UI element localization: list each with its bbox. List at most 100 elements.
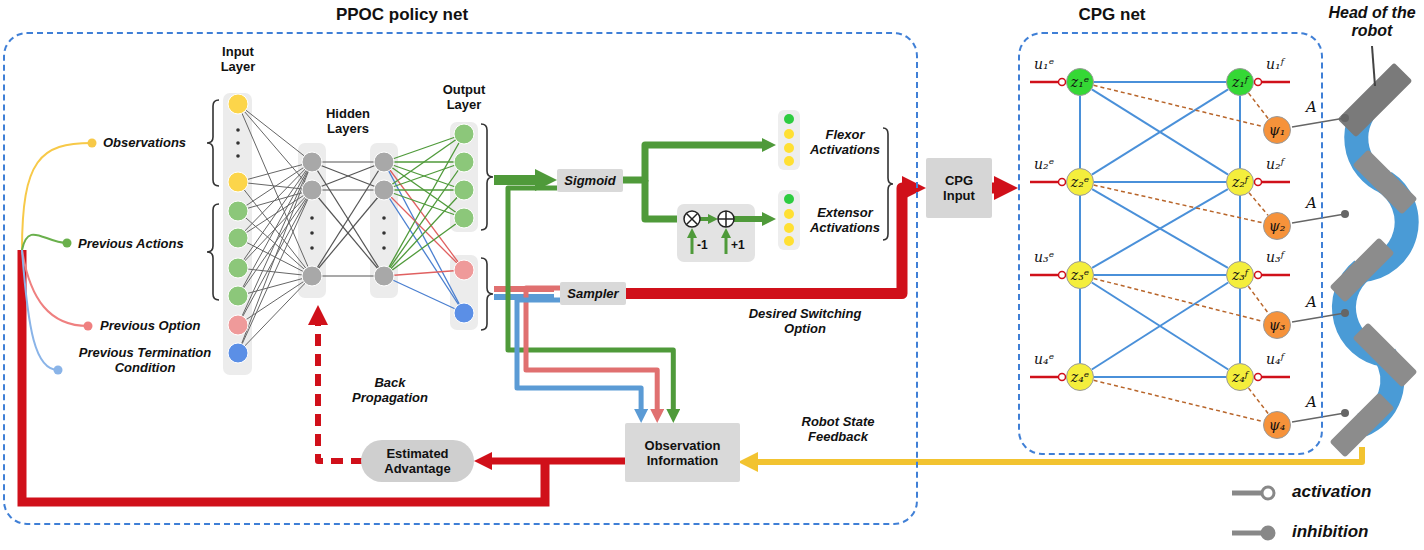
amplitude-leader xyxy=(1292,413,1345,422)
synapse-line xyxy=(312,162,384,190)
node-text: ψ₃ xyxy=(1269,317,1286,333)
annotation-label: u₃ᵉ xyxy=(1034,249,1054,265)
bracket xyxy=(207,204,219,300)
ellipsis-dot xyxy=(310,216,314,220)
activation-dot xyxy=(784,114,794,124)
ellipsis-dot xyxy=(310,246,314,250)
neuron xyxy=(454,303,474,323)
activation-column xyxy=(778,190,800,250)
synapse-line xyxy=(384,162,464,313)
neuron-circle: z₄ᶠ xyxy=(1226,363,1254,391)
neuron xyxy=(228,201,248,221)
ellipsis-dot xyxy=(236,141,240,145)
connector xyxy=(1094,376,1226,378)
multiply-symbol xyxy=(684,211,700,227)
synapse-line xyxy=(312,275,384,276)
connector xyxy=(1092,189,1228,268)
node-text: z₃ᵉ xyxy=(1071,267,1089,283)
node-text: Sampler xyxy=(567,286,618,301)
process-box: Sampler xyxy=(560,282,626,305)
amplitude-leader xyxy=(1292,118,1345,127)
node-text: ψ₂ xyxy=(1269,218,1286,234)
process-pill: Estimated Advantage xyxy=(361,440,474,482)
synapse-line xyxy=(238,190,312,353)
neuron-circle: z₃ᶠ xyxy=(1226,261,1254,289)
synapse-line xyxy=(238,104,312,162)
annotation-label: Flexor Activations xyxy=(805,127,885,157)
legend-line xyxy=(1232,531,1262,536)
synapse-line xyxy=(312,190,384,276)
node-text: Sigmoid xyxy=(564,173,615,188)
neuron-circle: z₂ᶠ xyxy=(1226,168,1254,196)
neuron xyxy=(454,180,474,200)
input-line xyxy=(1030,376,1062,379)
amplitude-leader xyxy=(1292,313,1345,322)
region-panel: CPG netz₁ᵉz₁ᶠz₂ᵉz₂ᶠz₃ᵉz₃ᶠz₄ᵉz₄ᶠψ₁ψ₂ψ₃ψ₄ xyxy=(1018,32,1323,455)
annotation-label: u₁ᵉ xyxy=(1034,56,1054,72)
neuron xyxy=(374,266,394,286)
synapse-line xyxy=(384,162,464,190)
connector xyxy=(1248,286,1268,313)
leader-dot xyxy=(1341,409,1349,417)
connector xyxy=(1079,196,1081,261)
synapse-line xyxy=(312,162,384,276)
annotation-label: Previous Termination Condition xyxy=(70,345,220,375)
annotation-label: A xyxy=(1306,194,1317,212)
leader-dot xyxy=(1341,114,1349,122)
robot-link xyxy=(1352,322,1417,387)
annotation-label: Back Propagation xyxy=(345,375,435,405)
synapse-line xyxy=(238,162,312,325)
synapse-line xyxy=(384,134,464,190)
activation-dot xyxy=(784,129,794,139)
connector xyxy=(1079,289,1081,363)
bracket xyxy=(207,100,219,186)
neuron xyxy=(302,266,322,286)
activation-terminal xyxy=(1059,272,1066,279)
add-symbol xyxy=(718,211,734,227)
synapse-line xyxy=(384,218,464,276)
input-wire xyxy=(22,143,92,250)
neuron-circle: ψ₃ xyxy=(1263,311,1291,339)
ellipsis-dot xyxy=(236,128,240,132)
synapse-line xyxy=(384,276,464,313)
node-text: z₄ᶠ xyxy=(1232,369,1248,385)
neuron-circle: z₁ᵉ xyxy=(1066,68,1094,96)
legend-line xyxy=(1232,491,1262,496)
neuron xyxy=(228,94,248,114)
activation-dot xyxy=(784,209,794,219)
synapse-line xyxy=(312,162,384,190)
input-wire xyxy=(22,250,88,326)
annotation-label: u₃ᶠ xyxy=(1266,249,1284,265)
neuron-circle: z₁ᶠ xyxy=(1226,68,1254,96)
annotation-label: Robot State Feedback xyxy=(788,414,888,444)
activation-terminal xyxy=(1255,179,1262,186)
activation-terminal xyxy=(1059,374,1066,381)
annotation-label: Previous Actions xyxy=(78,236,184,251)
input-wire xyxy=(22,235,67,250)
node-text: ψ₄ xyxy=(1269,417,1286,433)
activation-terminal xyxy=(1059,79,1066,86)
node-text: ψ₁ xyxy=(1269,122,1286,138)
neuron xyxy=(228,286,248,306)
neuron-circle: ψ₂ xyxy=(1263,212,1291,240)
connector xyxy=(517,300,641,413)
annotation-label: u₄ᶠ xyxy=(1266,351,1284,367)
synapse-line xyxy=(312,162,384,276)
input-wire xyxy=(22,250,58,370)
annotation-label: A xyxy=(1306,293,1317,311)
neuron xyxy=(454,208,474,228)
activation-arrow xyxy=(700,217,711,221)
neuron-circle: z₄ᵉ xyxy=(1066,363,1094,391)
process-box: CPG Input xyxy=(926,158,992,218)
output-arrow xyxy=(494,175,542,185)
leader-dot xyxy=(1341,210,1349,218)
neuron xyxy=(302,180,322,200)
synapse-line xyxy=(384,189,464,190)
robot-link xyxy=(1352,149,1417,214)
node-text: z₃ᶠ xyxy=(1232,267,1248,283)
synapse-line xyxy=(384,134,464,162)
neuron xyxy=(454,124,474,144)
synapse-line xyxy=(238,162,312,238)
neuron xyxy=(228,228,248,248)
